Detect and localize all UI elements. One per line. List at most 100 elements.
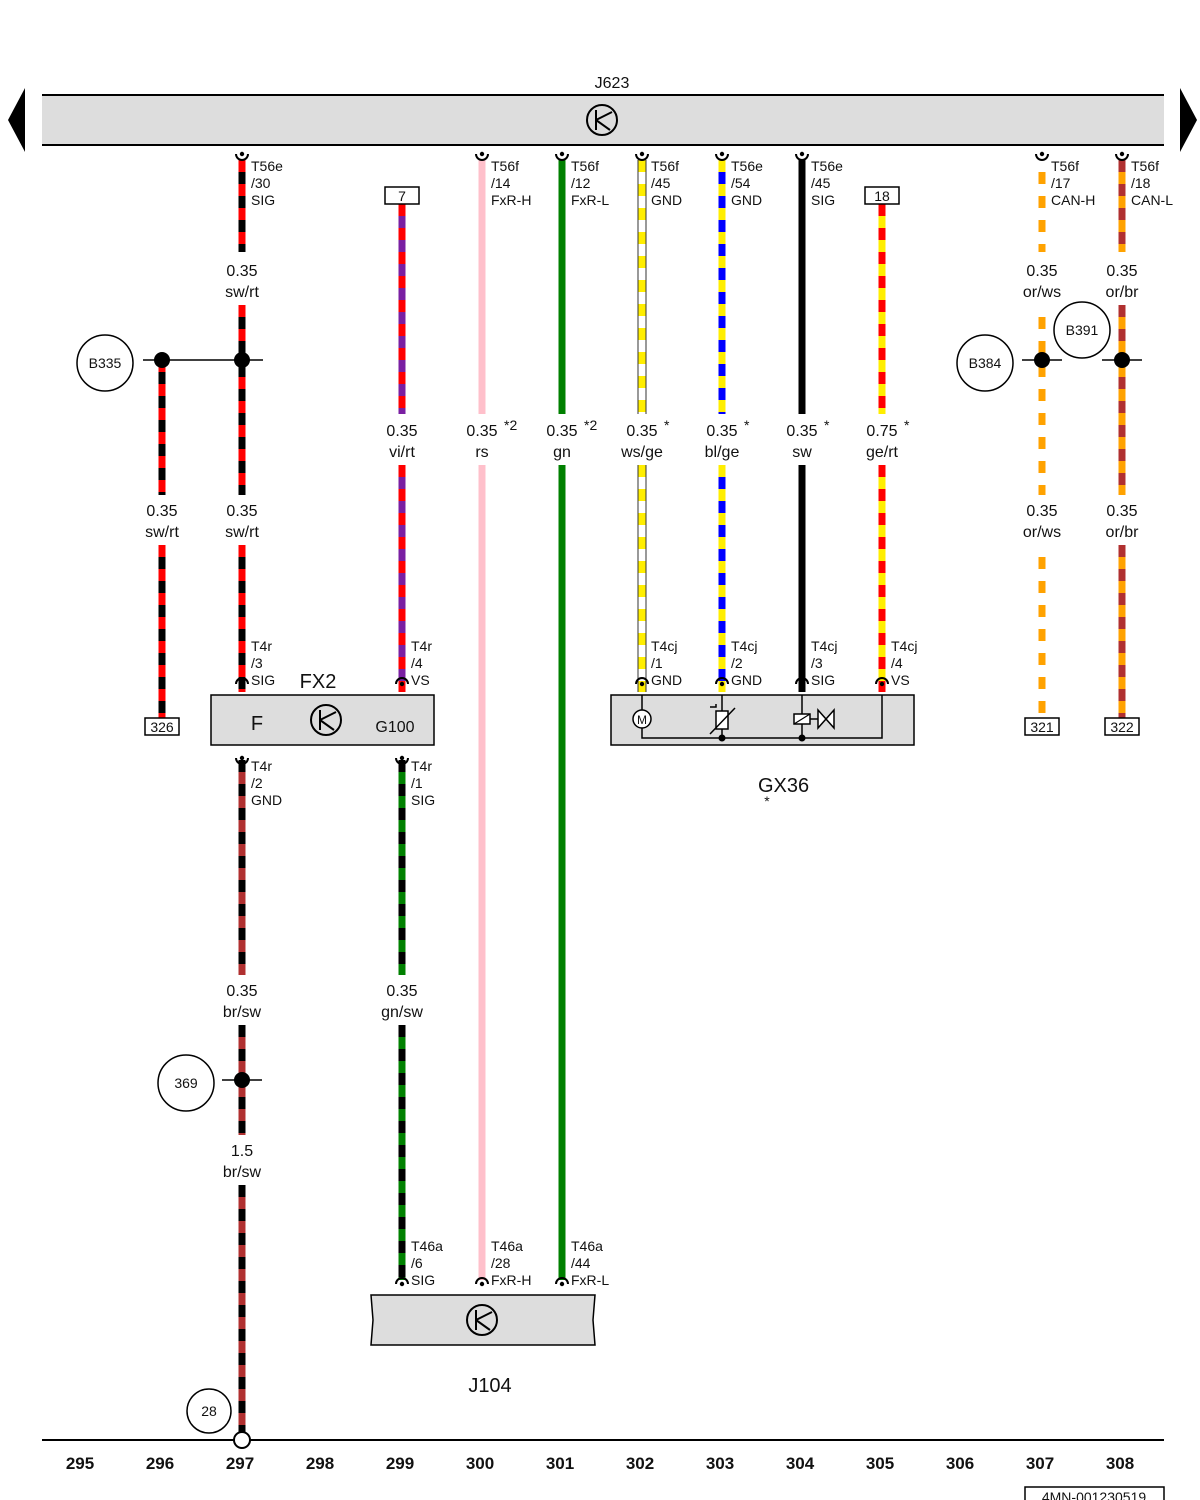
sensor-resistor-icon	[709, 704, 736, 735]
pin-label: T4r	[251, 758, 272, 774]
wires	[158, 160, 1126, 1432]
pin-dot	[399, 755, 405, 761]
pin-label: /2	[251, 775, 263, 791]
wire-note: *2	[504, 417, 517, 433]
pin-label: FxR-H	[491, 1272, 531, 1288]
j623-label: J623	[595, 75, 630, 92]
fx2-sensor-box	[210, 694, 435, 746]
fx2-f-label: F	[251, 713, 263, 735]
ref-box-18-label: 18	[874, 188, 890, 204]
pin-connector-icon	[475, 1277, 489, 1285]
pin-label: T4cj	[731, 638, 757, 654]
pin-dot	[559, 151, 565, 157]
wire-size-label: 0.35	[466, 423, 497, 440]
connectors: 0.35 sw/rt 0.35 or/ws 0.35 or/br 0.35 sw/rt 0.35…	[76, 151, 1173, 1434]
column-number: 296	[146, 1454, 174, 1473]
column-number: 308	[1106, 1454, 1134, 1473]
column-number: 305	[866, 1454, 894, 1473]
pin-label: SIG	[251, 672, 275, 688]
pin-connector-icon	[475, 153, 489, 161]
pin-label: GND	[731, 192, 762, 208]
wire-size-label: 1.5	[231, 1143, 253, 1160]
pin-dot	[799, 681, 805, 687]
page-forward-arrow-icon[interactable]	[1180, 88, 1197, 152]
wire-size-label: 0.35	[1106, 263, 1137, 280]
pin-label: T46a	[491, 1238, 523, 1254]
column-number: 302	[626, 1454, 654, 1473]
column-number: 303	[706, 1454, 734, 1473]
pin-connector-icon	[235, 153, 249, 161]
pin-dot	[799, 151, 805, 157]
pin-label: GND	[731, 672, 762, 688]
pin-dot	[1119, 151, 1125, 157]
pin-connector-icon	[875, 677, 889, 685]
ref-box-7	[384, 186, 420, 205]
ref-box-322	[1104, 717, 1140, 736]
pin-label: /1	[651, 655, 663, 671]
ref-b335-label: B335	[89, 355, 122, 371]
pin-label: T4r	[411, 758, 432, 774]
pin-label: T56f	[491, 158, 519, 174]
pin-dot	[399, 681, 405, 687]
pin-label: SIG	[251, 192, 275, 208]
pin-label: T4cj	[891, 638, 917, 654]
wire-color-label: or/ws	[1023, 524, 1061, 541]
pin-connector-icon	[395, 677, 409, 685]
splice-dot-icon	[1034, 352, 1050, 368]
wire-color-label: sw/rt	[145, 524, 179, 541]
pin-connector-icon	[1115, 153, 1129, 161]
wire-note: *2	[584, 417, 597, 433]
ref-b391-label: B391	[1066, 322, 1099, 338]
column-number: 297	[226, 1454, 254, 1473]
pin-connector-icon	[1035, 153, 1049, 161]
splice-dot-icon	[1114, 352, 1130, 368]
ref-box-18	[864, 186, 900, 205]
wire-size-label: 0.35	[226, 503, 257, 520]
pin-label: CAN-L	[1131, 192, 1173, 208]
pin-label: T4cj	[651, 638, 677, 654]
wire-note: *	[664, 417, 670, 433]
pin-dot	[719, 681, 725, 687]
pin-label: /12	[571, 175, 591, 191]
pin-label: CAN-H	[1051, 192, 1095, 208]
wire-note: *	[744, 417, 750, 433]
transistor-icon	[466, 1304, 498, 1336]
pin-dot	[239, 681, 245, 687]
column-number: 298	[306, 1454, 334, 1473]
transistor-icon	[310, 704, 342, 736]
pin-label: FxR-H	[491, 192, 531, 208]
pin-connector-icon	[795, 153, 809, 161]
page-back-arrow-icon[interactable]	[8, 88, 25, 152]
pin-label: T56f	[571, 158, 599, 174]
pin-label: /28	[491, 1255, 511, 1271]
column-number: 306	[946, 1454, 974, 1473]
column-number: 301	[546, 1454, 574, 1473]
pin-label: T56e	[731, 158, 763, 174]
wire-size-label: 0.35	[546, 423, 577, 440]
pin-label: VS	[891, 672, 910, 688]
wire-color-label: vi/rt	[389, 444, 415, 461]
document-id: 4MN-001230519	[1042, 1489, 1147, 1500]
pin-dot	[239, 151, 245, 157]
pin-label: SIG	[411, 1272, 435, 1288]
wire-size-label: 0.35	[786, 423, 817, 440]
j623-control-unit	[42, 95, 1164, 145]
wire-color-label: sw/rt	[225, 284, 259, 301]
ref-box-321-label: 321	[1030, 719, 1054, 735]
pin-label: /4	[411, 655, 423, 671]
pin-label: /30	[251, 175, 271, 191]
pin-label: FxR-L	[571, 1272, 609, 1288]
pin-label: T4r	[411, 638, 432, 654]
pin-label: GND	[651, 192, 682, 208]
pin-label: GND	[651, 672, 682, 688]
transistor-icon	[586, 104, 618, 136]
gx36-note: *	[764, 793, 770, 809]
fx2-label: FX2	[300, 671, 337, 693]
wire-color-label: or/br	[1106, 524, 1140, 541]
wire-color-label: br/sw	[223, 1164, 262, 1181]
splice-dot-icon	[234, 1072, 250, 1088]
pin-label: SIG	[811, 672, 835, 688]
wire-size-label: 0.35	[386, 983, 417, 1000]
pin-label: /44	[571, 1255, 591, 1271]
